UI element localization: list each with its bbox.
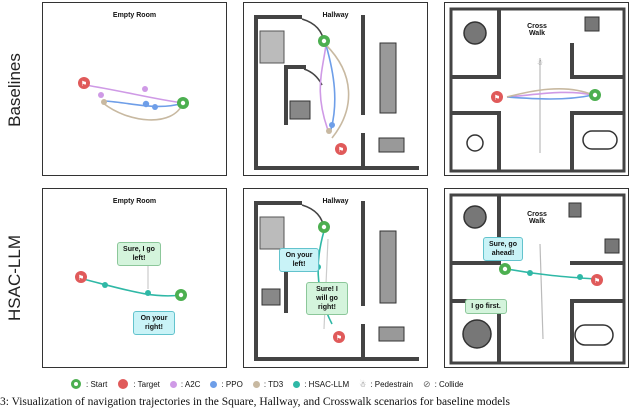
panel-hallway-hsac: Hallway ⚑ On your left! Sure! I will go … — [243, 188, 428, 368]
legend: : Start : Target : A2C : PPO : TD3 : HSA… — [70, 375, 463, 393]
hallway-map: ⚑ — [254, 201, 419, 361]
trajectory-plot: ⚑ — [75, 264, 187, 301]
panel-title-hallway: Hallway — [322, 12, 349, 19]
sofa-icon — [378, 326, 405, 342]
start-pin-icon — [177, 97, 189, 109]
legend-item-collide: ⊘ : Collide — [423, 379, 463, 390]
target-flag-icon: ⚑ — [491, 91, 503, 103]
svg-text:⚑: ⚑ — [338, 146, 344, 154]
svg-text:⚑: ⚑ — [494, 94, 500, 102]
legend-item-target: : Target — [117, 378, 160, 390]
row-label-hsac-llm: HSAC-LLM — [5, 235, 24, 321]
legend-item-td3: : TD3 — [252, 379, 284, 389]
hallway-map: ⚑ — [254, 15, 419, 170]
legend-item-a2c: : A2C — [169, 379, 201, 389]
ppo-dot — [210, 380, 218, 388]
target-flag-icon: ⚑ — [335, 143, 347, 155]
speech-bubble: Sure! I will go right! — [306, 282, 348, 315]
start-pin-icon — [318, 221, 330, 233]
target-flag-icon: ⚑ — [591, 274, 603, 286]
row-label-baselines: Baselines — [5, 53, 24, 127]
panel-title-crosswalk: Cross Walk — [527, 211, 547, 225]
speech-bubble: Sure, I go left! — [117, 242, 161, 266]
trajectory-plot: ⚑ — [78, 77, 189, 121]
legend-label: : Target — [133, 379, 160, 389]
legend-label: : Start — [86, 379, 108, 389]
pedestrian-icon: ☃ — [537, 58, 543, 67]
panel-title-square: Empty Room — [112, 12, 157, 19]
speech-bubble: Sure, go ahead! — [483, 237, 523, 261]
oval-table-icon — [574, 324, 614, 346]
td3-trajectory — [102, 102, 184, 121]
round-table-icon — [462, 319, 492, 349]
legend-item-ppo: : PPO — [210, 379, 243, 389]
panel-hallway-baselines: Hallway ⚑ — [243, 2, 428, 176]
round-table-icon — [466, 134, 484, 152]
start-pin-icon — [71, 379, 81, 389]
chair-icon — [261, 288, 281, 306]
svg-text:⚑: ⚑ — [81, 80, 87, 88]
legend-item-start: : Start — [70, 378, 107, 390]
speech-bubble: On your right! — [133, 311, 175, 335]
legend-label: : A2C — [180, 379, 201, 389]
panel-title-hallway: Hallway — [322, 198, 349, 205]
td3-dot — [252, 380, 260, 388]
target-flag-icon: ⚑ — [78, 77, 90, 89]
figure-caption: 3: Visualization of navigation trajector… — [0, 396, 510, 408]
panel-square-hsac: Empty Room ⚑ Sure, I go left! On your ri… — [42, 188, 227, 368]
svg-text:⚑: ⚑ — [78, 274, 84, 282]
start-pin-icon — [589, 89, 601, 101]
chair-icon — [604, 238, 620, 254]
legend-item-hsac-llm: : HSAC-LLM — [293, 380, 349, 389]
hsac-llm-trajectory — [82, 278, 182, 297]
svg-text:⚑: ⚑ — [594, 277, 600, 285]
round-table-icon — [463, 205, 487, 229]
round-table-icon — [463, 21, 487, 45]
a2c-trajectory — [84, 84, 184, 104]
panel-crosswalk-hsac: Cross Walk ⚑ Sure, go ahead! I go first. — [444, 188, 629, 368]
sofa-icon — [378, 137, 405, 153]
legend-label: : TD3 — [263, 379, 284, 389]
legend-label: : PPO — [221, 379, 243, 389]
speech-bubble: I go first. — [465, 299, 507, 314]
collide-icon: ⊘ — [423, 378, 431, 389]
legend-item-pedestrian: ☃ : Pedestrain — [359, 380, 413, 389]
start-pin-icon — [499, 263, 511, 275]
crosswalk-map: ⚑ — [449, 193, 626, 365]
chair-icon — [289, 100, 311, 120]
panel-crosswalk-baselines: Cross Walk ☃ ⚑ — [444, 2, 629, 176]
oval-table-icon — [582, 130, 618, 150]
a2c-dot — [169, 380, 177, 388]
table-icon — [379, 42, 397, 114]
speech-bubble: On your left! — [279, 248, 319, 272]
panel-title-square: Empty Room — [112, 198, 157, 205]
chair-icon — [584, 16, 600, 32]
chair-icon — [568, 202, 582, 218]
crosswalk-map: ☃ ⚑ — [449, 7, 626, 173]
table-icon — [379, 230, 397, 304]
target-flag-icon: ⚑ — [75, 271, 87, 283]
legend-label: : HSAC-LLM — [304, 379, 350, 389]
legend-label: : Pedestrain — [370, 379, 414, 389]
target-flag-icon — [118, 379, 129, 389]
pedestrian-icon: ☃ — [359, 379, 367, 389]
panel-title-crosswalk: Cross Walk — [527, 23, 547, 37]
start-pin-icon — [175, 289, 187, 301]
hsac-llm-dot — [293, 380, 301, 388]
target-flag-icon: ⚑ — [333, 331, 345, 343]
start-pin-icon — [318, 35, 330, 47]
panel-square-baselines: Empty Room ⚑ — [42, 2, 227, 176]
legend-label: : Collide — [434, 379, 464, 389]
svg-text:⚑: ⚑ — [336, 334, 342, 342]
